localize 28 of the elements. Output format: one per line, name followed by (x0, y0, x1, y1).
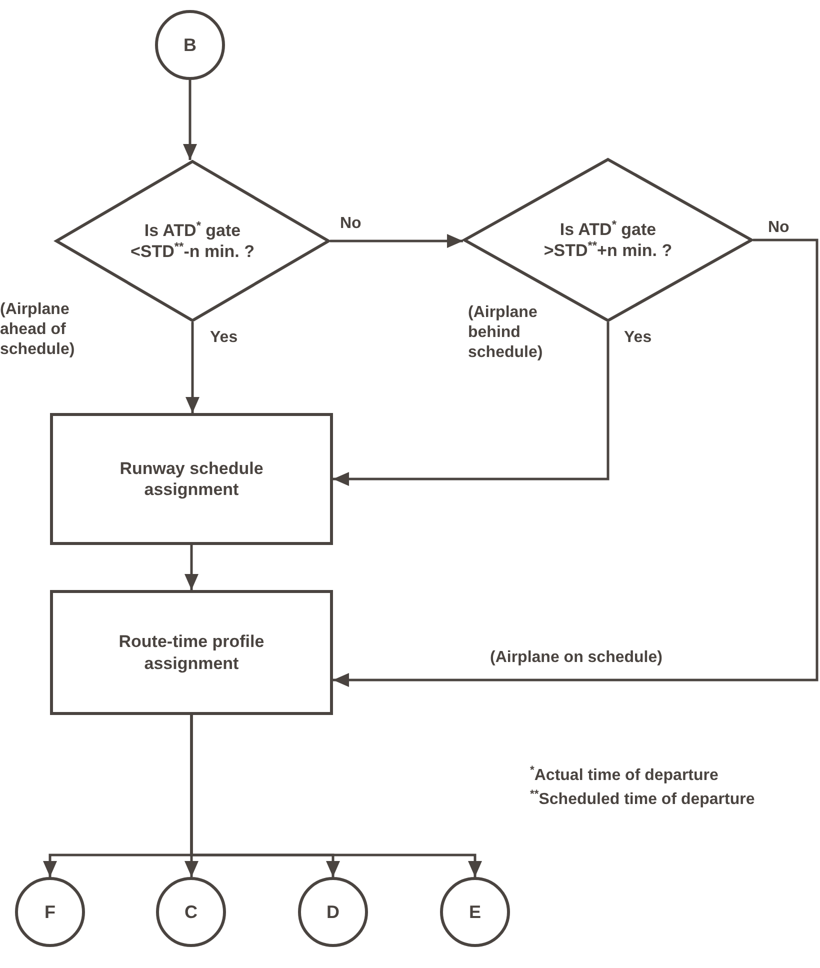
arrow (183, 80, 197, 160)
process-label: Runway schedule assignment (118, 458, 264, 500)
connector-letter: F (44, 900, 56, 924)
connector-circle (15, 877, 85, 947)
process-box (50, 413, 333, 545)
arrow (190, 715, 482, 877)
footnote: $^{*}$Actual time of departure (530, 766, 718, 786)
process-label: Route-time profile assignment (118, 631, 266, 674)
connector-letter: D (326, 900, 340, 924)
connector-letter: C (184, 900, 198, 924)
connector-letter: B (184, 34, 196, 56)
condition-note: (Airplane on schedule) (490, 648, 662, 668)
process-box (50, 590, 333, 715)
arrow (333, 238, 818, 687)
arrow (186, 322, 200, 413)
decision-question: Is ATD$^{*}$ gate >STD$^{**}$+n min. ? (542, 218, 674, 262)
condition-note: (Airplane ahead of schedule) (0, 300, 76, 360)
connector-circle (440, 877, 510, 947)
footnote: $^{**}$Scheduled time of departure (530, 790, 755, 810)
connector-circle (155, 10, 225, 80)
condition-note: (Airplane behind schedule) (468, 303, 544, 363)
arrow (184, 545, 198, 590)
arrow (333, 322, 610, 486)
arrow (330, 234, 463, 248)
connector-circle (156, 877, 226, 947)
connector-circle (298, 877, 368, 947)
decision-question: Is ATD$^{*}$ gate <STD$^{**}$-n min. ? (129, 220, 256, 262)
connector-letter: E (468, 900, 481, 924)
